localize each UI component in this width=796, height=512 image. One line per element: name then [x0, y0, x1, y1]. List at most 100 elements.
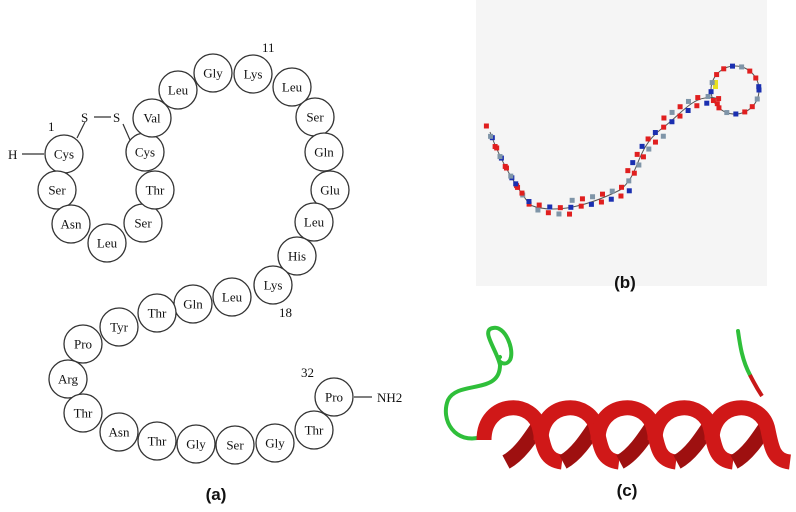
position-label-11: 11 — [262, 40, 275, 55]
panel-a-label: (a) — [206, 485, 227, 504]
atom — [733, 111, 739, 117]
panel-c-ribbon-structure: (c) — [443, 325, 792, 500]
residue-24: Arg — [48, 359, 88, 399]
residue-31: Thr — [294, 410, 334, 450]
residue-label: Thr — [148, 306, 167, 321]
atom — [630, 160, 636, 166]
c-terminal-coil — [736, 329, 752, 377]
residue-6: Thr — [135, 170, 175, 210]
residue-circle — [137, 293, 177, 333]
residue-2: Ser — [37, 170, 77, 210]
residue-label: Pro — [74, 337, 92, 352]
residue-label: Gln — [183, 297, 203, 312]
position-label-32: 32 — [301, 365, 314, 380]
residue-18: Lys — [253, 265, 293, 305]
residue-9: Leu — [158, 70, 198, 110]
atom — [519, 190, 525, 196]
sulfur-label-1: S — [81, 110, 88, 125]
atom — [526, 201, 532, 207]
atom — [646, 146, 652, 152]
residue-label: Asn — [109, 425, 130, 440]
atom — [695, 95, 701, 101]
atom — [556, 211, 562, 217]
residue-circle — [277, 236, 317, 276]
residue-14: Gln — [304, 132, 344, 172]
residue-25: Thr — [63, 393, 103, 433]
atom — [753, 75, 759, 81]
atom — [609, 188, 615, 194]
helix-turn — [704, 400, 792, 470]
residue-16: Leu — [294, 202, 334, 242]
residue-12: Leu — [272, 67, 312, 107]
residue-label: Val — [143, 111, 161, 126]
n-terminus-label: H — [8, 147, 17, 162]
residue-label: Thr — [148, 434, 167, 449]
atom — [547, 204, 553, 210]
atom — [652, 139, 658, 145]
residue-circle — [63, 324, 103, 364]
residue-27: Thr — [137, 421, 177, 461]
atom — [747, 68, 753, 74]
residue-label: Thr — [146, 183, 165, 198]
atom — [716, 96, 722, 102]
residue-label: Leu — [168, 83, 189, 98]
atom — [618, 193, 624, 199]
residue-label: Lys — [264, 278, 283, 293]
c-terminus-label: NH2 — [377, 390, 402, 405]
residue-label: Lys — [244, 67, 263, 82]
residue-circle — [215, 425, 255, 465]
residue-1: Cys — [44, 134, 84, 174]
position-label-1: 1 — [48, 119, 55, 134]
residue-circle — [294, 202, 334, 242]
residue-label: Cys — [54, 147, 74, 162]
atom — [724, 110, 730, 116]
residue-circle — [176, 424, 216, 464]
residue-23: Pro — [63, 324, 103, 364]
atom — [608, 196, 614, 202]
residue-label: His — [288, 249, 306, 264]
residue-label: Leu — [222, 290, 243, 305]
atom — [492, 144, 498, 150]
residue-11: Lys — [233, 54, 273, 94]
residue-32: Pro — [314, 377, 354, 417]
residue-circle — [253, 265, 293, 305]
atom — [619, 184, 625, 190]
residue-label: Ser — [226, 438, 244, 453]
residue-circle — [304, 132, 344, 172]
position-label-18: 18 — [279, 305, 292, 320]
atom — [557, 205, 563, 211]
atom — [631, 170, 637, 176]
atom — [578, 203, 584, 209]
residue-circle — [310, 170, 350, 210]
atom — [754, 96, 760, 102]
residue-label: Asn — [61, 217, 82, 232]
residue-circle — [158, 70, 198, 110]
atom — [756, 87, 762, 93]
residue-13: Ser — [295, 97, 335, 137]
disulfide-bond-right — [122, 123, 131, 141]
atom — [569, 197, 575, 203]
residue-3: Asn — [51, 204, 91, 244]
residue-circle — [48, 359, 88, 399]
atom — [502, 163, 508, 169]
residue-circle — [99, 307, 139, 347]
atom — [710, 98, 716, 104]
residue-circle — [135, 170, 175, 210]
residue-7: Cys — [125, 132, 165, 172]
atom — [669, 109, 675, 115]
residue-label: Ser — [134, 216, 152, 231]
disulfide-bond-left — [76, 121, 86, 139]
residue-label: Gly — [265, 436, 285, 451]
residue-20: Gln — [173, 284, 213, 324]
atom — [709, 80, 715, 86]
residue-circle — [137, 421, 177, 461]
atom — [626, 188, 632, 194]
residue-19: Leu — [212, 277, 252, 317]
atom — [661, 115, 667, 121]
residue-label: Glu — [320, 183, 340, 198]
atom — [508, 173, 514, 179]
atom — [488, 133, 494, 139]
residue-circle — [233, 54, 273, 94]
